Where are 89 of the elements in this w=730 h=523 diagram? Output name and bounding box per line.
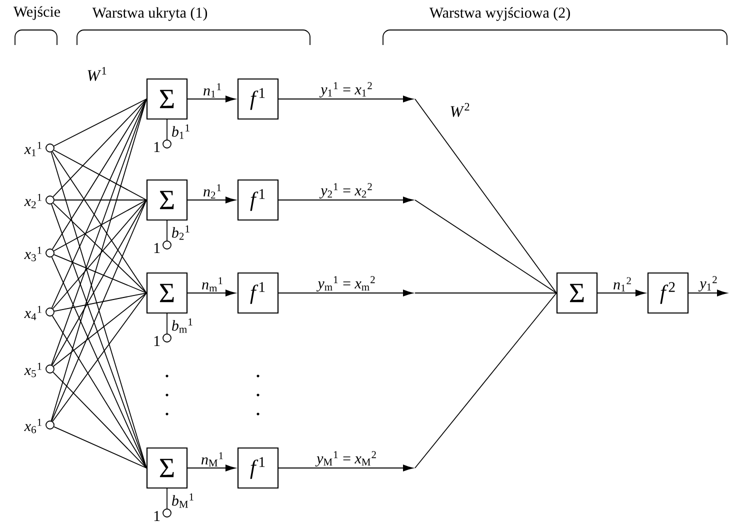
activation-box: f$^{1}$ [237,179,279,221]
weight-line [52,200,147,310]
edge-label: b$_{1}$1 [172,124,190,139]
weight-line [53,200,147,252]
edge-label: y$_{1}$2 [698,276,717,292]
input-label: x$_{5}$1 [24,362,42,378]
edge-label: b$_{m}$1 [172,318,192,333]
weight-line [52,292,147,422]
input-terminal [46,196,54,204]
weight-line [54,292,147,312]
edge-label: n$_{1}$1 [204,83,221,98]
weight-line [50,98,147,422]
bias-line [166,488,168,509]
input-terminal [46,308,54,316]
weight-label: W$^{2}$ [450,103,470,117]
arrow [597,290,646,296]
bias-terminal [162,508,172,518]
edge-label: y$_{1}$$^{1}$ = x$_{1}$2 [319,82,372,98]
layer-title: Warstwa ukryta (1) [92,7,208,21]
weight-line [52,200,147,366]
weight-line [54,98,147,146]
weight-line [51,98,147,308]
input-label: x$_{6}$1 [24,418,42,434]
input-terminal [46,248,54,258]
weight-line [53,150,147,200]
edge-label: y$_{M}$$^{1}$ = x$_{M}$2 [315,451,376,467]
bias-terminal [162,240,172,250]
bias-line [166,220,168,241]
input-label: x$_{4}$1 [24,306,42,320]
weight-line [54,254,147,294]
input-label: x$_{3}$1 [24,246,42,262]
input-terminal [46,144,54,152]
sum-box: Σ [146,272,188,314]
edge-label: b$_{M}$1 [172,493,194,508]
bias-terminal [162,334,172,342]
weight-label: W$^{1}$ [88,67,106,81]
input-terminal [46,420,54,430]
arrow [278,196,414,204]
activation-box: f$^{1}$ [237,78,279,120]
bias-input-label: 1 [154,243,160,253]
sum-box: Σ [556,272,598,314]
sum-box: Σ [146,447,188,489]
weight-line [414,200,557,294]
bias-line [166,119,168,140]
weight-line [52,202,147,294]
arrow [688,290,728,296]
arrow [278,96,414,102]
weight-line [54,426,147,468]
bias-terminal [162,140,172,148]
edge-label: n$_{1}$2 [614,277,631,292]
weight-line [52,98,147,198]
weight-line [51,256,147,468]
edge-label: n$_{2}$1 [204,184,221,199]
arrow [187,290,236,296]
arrow [187,196,236,204]
arrow [187,96,236,102]
edge-label: y$_{2}$$^{1}$ = x$_{2}$2 [319,183,372,199]
edge-label: b$_{2}$1 [172,225,190,240]
input-terminal [46,364,54,374]
input-label: x$_{2}$1 [24,194,42,208]
weight-line [51,200,147,422]
weight-line [51,98,147,366]
weight-line [51,204,147,468]
weight-line [52,98,147,250]
activation-box: f$^{1}$ [237,447,279,489]
arrow [187,464,236,472]
weight-line [52,315,147,468]
input-label: x$_{1}$1 [24,142,42,156]
activation-box: f$^{1}$ [237,272,279,314]
arrow [278,290,414,296]
sum-box: Σ [146,179,188,221]
weight-line [52,151,147,294]
layer-title: Warstwa wyjściowa (2) [429,7,570,21]
weight-line [414,98,557,294]
layer-title: Wejście [13,6,60,20]
bias-input-label: 1 [154,142,160,152]
edge-label: n$_{m}$1 [202,277,222,292]
weight-line [414,292,557,468]
bias-input-label: 1 [154,511,160,521]
weight-line [414,292,557,294]
edge-label: n$_{M}$1 [202,452,223,467]
edge-label: y$_{m}$$^{1}$ = x$_{m}$2 [316,276,375,292]
weight-line [52,372,147,468]
activation-box: f$^{2}$ [647,272,689,314]
bias-input-label: 1 [154,336,160,346]
weight-line [53,292,147,367]
sum-box: Σ [146,78,188,120]
arrow [278,464,414,472]
bias-line [166,313,168,334]
